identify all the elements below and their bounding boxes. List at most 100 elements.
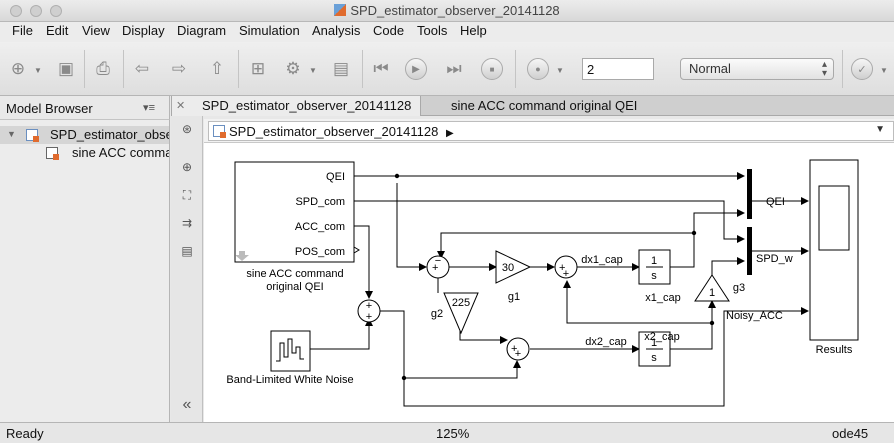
solver-name[interactable]: ode45 — [832, 426, 869, 441]
print-icon[interactable]: ⎙ — [96, 59, 110, 78]
minimize-window-button[interactable] — [30, 5, 42, 17]
mux-block-spd[interactable] — [747, 227, 752, 275]
integrator-block-x1[interactable]: 1 s x1_cap — [638, 249, 681, 304]
sum-block-2[interactable]: + + — [554, 255, 578, 280]
signal-label: QEI — [766, 196, 785, 208]
status-bar: Ready 125% ode45 — [0, 422, 894, 443]
sum-block-4[interactable]: + + — [357, 299, 381, 323]
toolbar-separator — [515, 50, 516, 88]
simulation-mode-select[interactable]: Normal▴▾ — [680, 58, 834, 80]
model-explorer-icon[interactable]: ▤ — [332, 59, 350, 78]
sum-sign: + — [432, 262, 438, 274]
model-settings-gear-icon[interactable]: ⚙ — [285, 59, 301, 78]
model-icon — [26, 129, 39, 142]
signal-label: x2_cap — [644, 331, 679, 343]
tab-subsystem[interactable]: sine ACC command original QEI — [423, 96, 653, 116]
menu-diagram[interactable]: Diagram — [177, 23, 227, 38]
history-dropdown-icon[interactable]: ▼ — [875, 124, 885, 135]
signal-label: Noisy_ACC — [726, 310, 783, 322]
gain-name: g2 — [431, 308, 443, 320]
address-bar: SPD_estimator_observer_20141128 ▶ ▼ — [204, 119, 894, 143]
gain-name: g3 — [733, 282, 745, 294]
zoom-window-button[interactable] — [50, 5, 62, 17]
gain-name: g1 — [508, 291, 520, 303]
up-arrow-icon[interactable]: ⇧ — [209, 59, 225, 78]
new-model-icon[interactable]: ⊕ — [10, 59, 26, 78]
integrator-block-x2[interactable]: 1 s x2_cap — [638, 331, 680, 367]
model-icon — [213, 125, 226, 138]
menu-bar: File Edit View Display Diagram Simulatio… — [0, 22, 894, 42]
breadcrumb[interactable]: SPD_estimator_observer_20141128 ▶ ▼ — [208, 121, 894, 141]
menu-tools[interactable]: Tools — [417, 23, 448, 38]
integrator-num: 1 — [651, 255, 657, 267]
toolbar-separator — [362, 50, 363, 88]
gain-block-g3[interactable]: 1 g3 — [694, 274, 745, 302]
port-label: POS_com — [295, 246, 345, 258]
gain-value: 225 — [452, 297, 470, 309]
toolbar-separator — [123, 50, 124, 88]
settings-dropdown-icon[interactable]: ▼ — [309, 66, 317, 75]
scope-block-results[interactable]: Results — [809, 159, 859, 356]
save-icon[interactable]: ▣ — [57, 59, 75, 78]
collapse-chevrons-icon[interactable]: « — [182, 396, 192, 413]
menu-help[interactable]: Help — [460, 23, 487, 38]
model-browser-tree: ▼ SPD_estimator_obse sine ACC comma — [0, 120, 170, 422]
tree-item-root-model[interactable]: ▼ SPD_estimator_obse — [0, 126, 169, 144]
record-dropdown-icon[interactable]: ▼ — [556, 66, 564, 75]
noise-block[interactable]: Band-Limited White Noise — [226, 330, 354, 386]
annotation-icon[interactable]: ▤ — [181, 244, 193, 258]
breadcrumb-arrow-icon: ▶ — [445, 128, 454, 139]
sum-sign: + — [563, 268, 569, 280]
signal-label: dx1_cap — [581, 254, 623, 266]
tab-root-model[interactable]: ✕ SPD_estimator_observer_20141128 — [171, 96, 421, 116]
browser-options-icon[interactable]: ▾≡ — [143, 102, 155, 114]
menu-display[interactable]: Display — [122, 23, 165, 38]
back-arrow-icon[interactable]: ⇦ — [134, 59, 150, 78]
expand-triangle-icon[interactable]: ▼ — [7, 129, 16, 139]
menu-analysis[interactable]: Analysis — [312, 23, 361, 38]
status-text: Ready — [6, 426, 44, 441]
toolbar-separator — [238, 50, 239, 88]
fit-to-view-icon[interactable]: ⛶ — [182, 188, 192, 202]
close-tab-icon[interactable]: ✕ — [176, 100, 186, 112]
menu-simulation[interactable]: Simulation — [239, 23, 300, 38]
hide-browser-icon[interactable]: ⊛ — [181, 122, 193, 136]
menu-view[interactable]: View — [82, 23, 110, 38]
noise-label: Band-Limited White Noise — [226, 374, 353, 386]
step-forward-icon[interactable]: ⏭ — [446, 59, 462, 78]
model-advisor-check-icon[interactable]: ✓ — [850, 57, 874, 81]
close-window-button[interactable] — [10, 5, 22, 17]
junction-dot — [691, 230, 697, 236]
zoom-in-icon[interactable]: ⊕ — [181, 160, 193, 174]
tab-label: sine ACC command original QEI — [451, 98, 638, 113]
subsystem-block[interactable]: QEI SPD_com ACC_com POS_com sine ACC com… — [234, 161, 360, 293]
sum-block-3[interactable]: + + — [506, 337, 530, 361]
record-icon[interactable]: ● — [526, 57, 550, 81]
forward-arrow-icon[interactable]: ⇨ — [171, 59, 187, 78]
toolbar-separator — [84, 50, 85, 88]
new-dropdown-icon[interactable]: ▼ — [34, 66, 42, 75]
scope-name: Results — [816, 344, 853, 356]
mux-block-qei[interactable] — [747, 169, 752, 219]
menu-edit[interactable]: Edit — [46, 23, 69, 38]
signal-arrow-icon[interactable]: ⇉ — [181, 216, 193, 230]
port-label: QEI — [326, 171, 345, 183]
integrator-num: 1 — [651, 337, 657, 349]
gain-block-g2[interactable]: 225 g2 — [431, 292, 479, 335]
library-browser-icon[interactable]: ⊞ — [250, 59, 266, 78]
diagram-canvas[interactable]: QEI SPD_com ACC_com POS_com sine ACC com… — [204, 143, 894, 422]
advisor-dropdown-icon[interactable]: ▼ — [880, 66, 888, 75]
menu-code[interactable]: Code — [373, 23, 405, 38]
subsystem-name: original QEI — [266, 281, 323, 293]
sum-block-1[interactable]: + − — [426, 255, 450, 279]
subsystem-name: sine ACC command — [246, 268, 343, 280]
stop-icon[interactable]: ■ — [480, 57, 504, 81]
stop-time-input[interactable]: 2 — [582, 58, 654, 80]
integrator-den: s — [651, 352, 657, 364]
run-icon[interactable]: ▶ — [404, 57, 428, 81]
signal-label: SPD_w — [756, 253, 793, 265]
junction-dot — [709, 320, 715, 326]
step-back-icon[interactable]: ⏮ — [373, 59, 389, 78]
gain-block-g1[interactable]: 30 g1 — [495, 250, 532, 303]
menu-file[interactable]: File — [12, 23, 33, 38]
